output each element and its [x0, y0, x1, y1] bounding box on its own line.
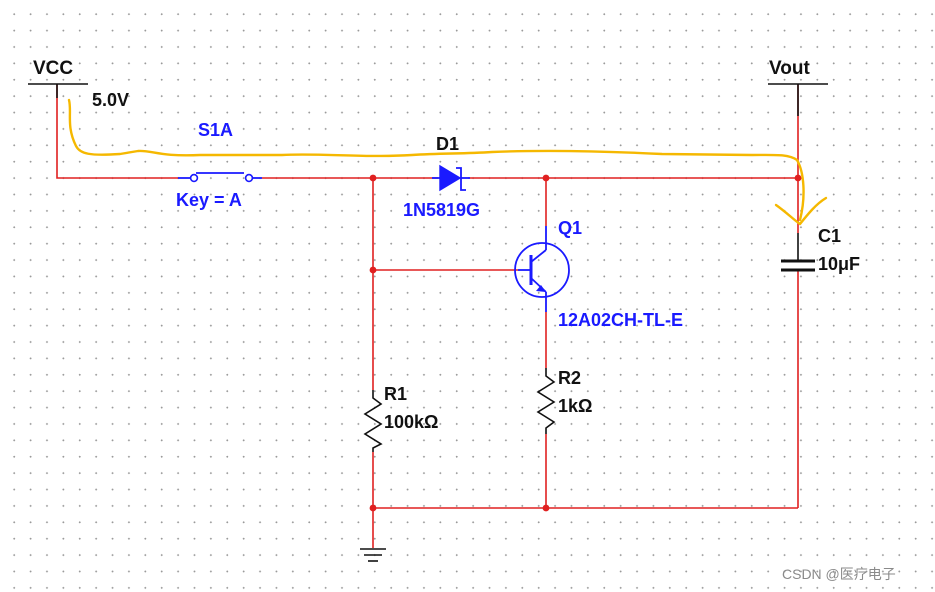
switch-contact-right	[244, 173, 254, 183]
switch-s1a: S1A Key = A	[176, 120, 262, 210]
transistor-part-label: 12A02CH-TL-E	[558, 310, 683, 330]
junction-dot	[542, 174, 550, 182]
diode-cathode-bar	[456, 167, 466, 191]
transistor-body	[514, 242, 570, 298]
resistor-r2-name-label: R2	[558, 368, 581, 388]
vcc-voltage-label: 5.0V	[92, 90, 129, 110]
vout-terminal: Vout	[768, 58, 828, 116]
junction-dot	[369, 266, 377, 274]
junction-dot	[369, 174, 377, 182]
watermark: CSDN @医疗电子	[782, 566, 896, 582]
resistor-r1-zigzag	[363, 390, 383, 452]
vout-label: Vout	[769, 58, 810, 79]
resistor-r2: R2 1kΩ	[536, 368, 592, 434]
resistor-r1-value-label: 100kΩ	[384, 412, 438, 432]
capacitor-value-label: 10μF	[818, 254, 860, 274]
switch-contact-left	[189, 173, 199, 183]
diode-anode-triangle	[439, 164, 462, 192]
diode-d1: D1 1N5819G	[403, 134, 480, 220]
capacitor-name-label: C1	[818, 226, 841, 246]
current-path-stroke	[67, 98, 805, 222]
diode-part-label: 1N5819G	[403, 200, 480, 220]
wires	[56, 84, 799, 548]
resistor-r1-name-label: R1	[384, 384, 407, 404]
junction-dot	[542, 504, 550, 512]
switch-name-label: S1A	[198, 120, 233, 140]
transistor-name-label: Q1	[558, 218, 582, 238]
capacitor-c1: C1 10μF	[781, 226, 860, 274]
resistor-r1: R1 100kΩ	[363, 384, 438, 452]
current-path-annotation	[67, 98, 828, 226]
diode-name-label: D1	[436, 134, 459, 154]
ground-symbol	[360, 548, 386, 562]
vcc-label: VCC	[33, 58, 73, 79]
resistor-r2-zigzag	[536, 368, 556, 434]
wire-vcc-down	[56, 84, 178, 179]
current-path-arrowhead	[774, 196, 828, 226]
junction-dot	[369, 504, 377, 512]
junctions	[369, 174, 802, 512]
switch-key-label: Key = A	[176, 190, 242, 210]
vcc-source: VCC 5.0V	[28, 58, 129, 110]
transistor-collector-line	[530, 249, 547, 263]
junction-dot	[794, 174, 802, 182]
resistor-r2-value-label: 1kΩ	[558, 396, 592, 416]
transistor-q1: Q1 12A02CH-TL-E	[514, 218, 683, 330]
transistor-emitter-arrow	[536, 285, 546, 292]
